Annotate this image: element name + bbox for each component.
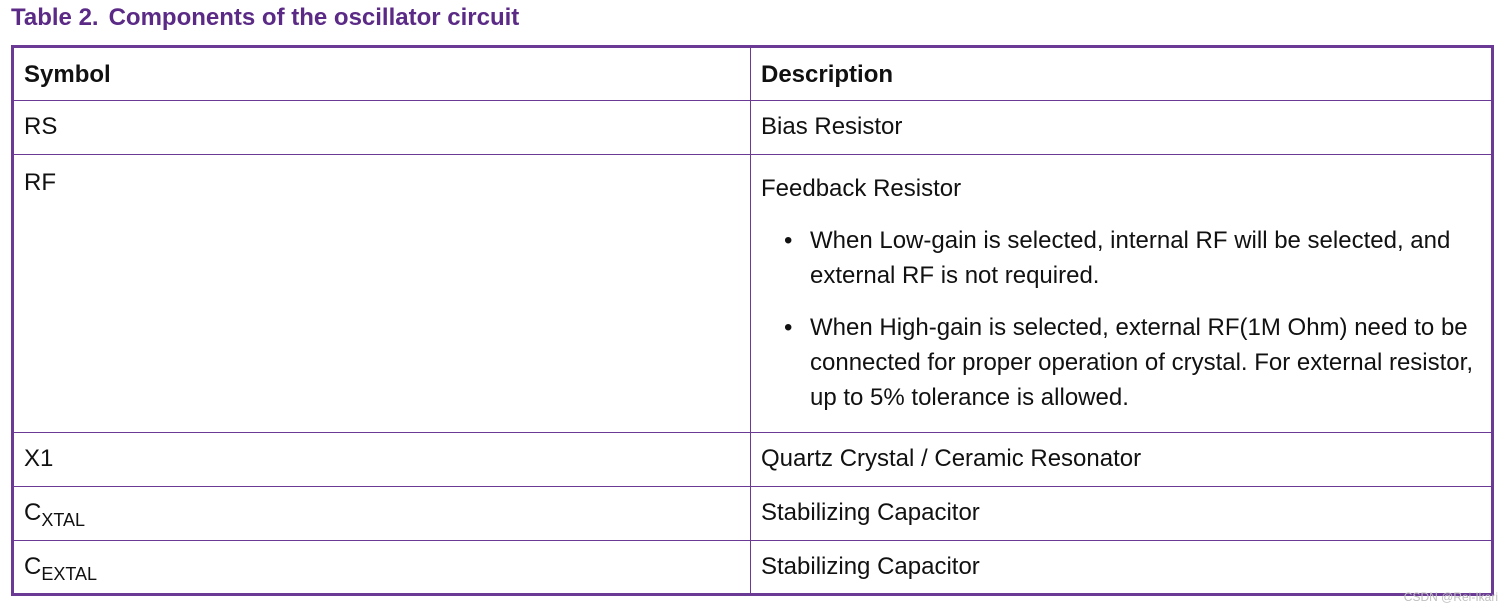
components-table: Symbol Description RS Bias Resistor RF F… xyxy=(11,45,1494,596)
description-cell: Feedback Resistor When Low-gain is selec… xyxy=(750,154,1493,433)
table-row: CEXTAL Stabilizing Capacitor xyxy=(12,540,1493,595)
symbol-base: C xyxy=(24,553,42,580)
table-title: Components of the oscillator circuit xyxy=(108,4,520,31)
description-cell: Quartz Crystal / Ceramic Resonator xyxy=(750,432,1493,487)
table-caption: Table 2. Components of the oscillator cir… xyxy=(11,2,519,34)
bullet-list: When Low-gain is selected, internal RF w… xyxy=(761,223,1481,415)
table-row: X1 Quartz Crystal / Ceramic Resonator xyxy=(12,432,1493,487)
symbol-cell: CXTAL xyxy=(12,486,751,541)
symbol-cell: X1 xyxy=(12,432,751,487)
symbol-cell: RF xyxy=(12,154,751,433)
description-cell: Stabilizing Capacitor xyxy=(750,486,1493,541)
table-row: RS Bias Resistor xyxy=(12,100,1493,155)
symbol-cell: CEXTAL xyxy=(12,540,751,595)
table-row: CXTAL Stabilizing Capacitor xyxy=(12,486,1493,541)
table-number: Table 2. xyxy=(11,4,99,31)
table-header-row: Symbol Description xyxy=(12,46,1493,101)
header-description: Description xyxy=(750,46,1493,101)
header-symbol: Symbol xyxy=(12,46,751,101)
description-cell: Bias Resistor xyxy=(750,100,1493,155)
symbol-subscript: XTAL xyxy=(41,510,86,530)
symbol-subscript: EXTAL xyxy=(41,564,98,584)
bullet-item: When Low-gain is selected, internal RF w… xyxy=(784,223,1481,293)
symbol-base: C xyxy=(24,499,42,526)
description-text: Feedback Resistor xyxy=(761,175,962,202)
watermark: CSDN @Rei-Ikari xyxy=(1403,590,1498,604)
bullet-item: When High-gain is selected, external RF(… xyxy=(784,310,1481,415)
table-row: RF Feedback Resistor When Low-gain is se… xyxy=(12,154,1493,433)
description-cell: Stabilizing Capacitor xyxy=(750,540,1493,595)
symbol-cell: RS xyxy=(12,100,751,155)
